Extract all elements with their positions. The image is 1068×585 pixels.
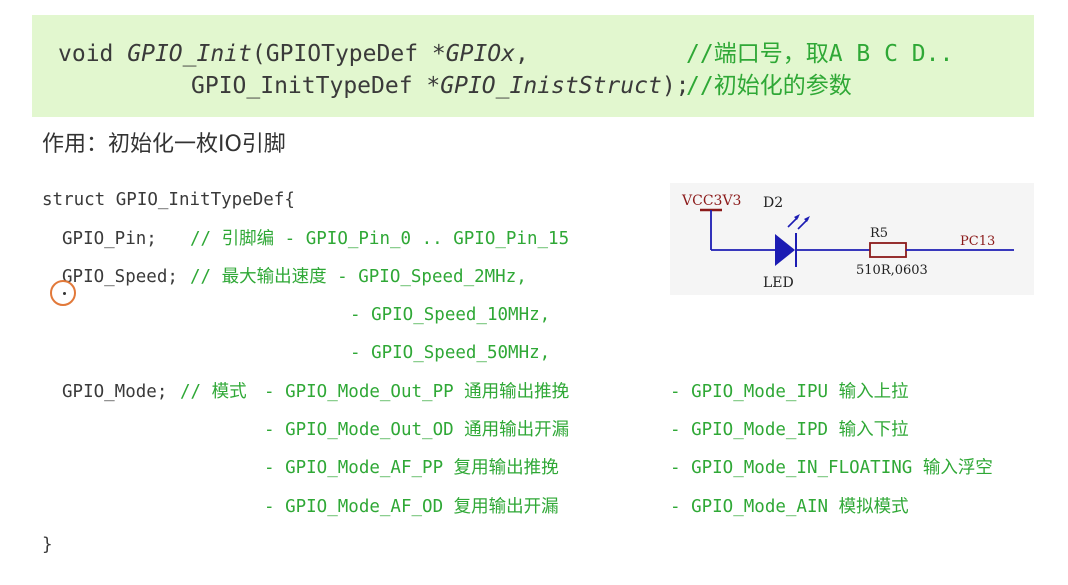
mode-option-af-pp: - GPIO_Mode_AF_PP 复用输出推挽 (264, 458, 559, 478)
field-mode-comment: // 模式 (180, 382, 247, 402)
field-speed-comment: // 最大输出速度 - GPIO_Speed_2MHz, (190, 267, 527, 287)
speed-option-50mhz: - GPIO_Speed_50MHz, (350, 343, 551, 363)
speed-option-10mhz: - GPIO_Speed_10MHz, (350, 305, 551, 325)
field-mode: GPIO_Mode; (62, 382, 168, 402)
led-symbol-icon (775, 234, 795, 266)
param2-comment: //初始化的参数 (686, 73, 852, 99)
purpose-note: 作用：初始化一枚IO引脚 (42, 132, 286, 157)
prototype-line-2: GPIO_InitTypeDef *GPIO_InistStruct); (191, 70, 690, 102)
net-label: PC13 (960, 234, 995, 249)
led-circuit: VCC3V3 D2 LED R5 510R,0603 PC13 (670, 183, 1034, 295)
param1-name: GPIOx (445, 41, 515, 67)
resistor-symbol-icon (869, 242, 907, 258)
mode-option-in-floating: - GPIO_Mode_IN_FLOATING 输入浮空 (670, 458, 993, 478)
function-name: GPIO_Init (127, 41, 252, 67)
diode-ref-label: D2 (763, 195, 783, 211)
field-speed: GPIO_Speed; (62, 267, 178, 287)
struct-close: } (42, 535, 53, 555)
cursor-dot (63, 292, 66, 295)
prototype-box (32, 15, 1034, 117)
param1-comment: //端口号，取A B C D.. (686, 41, 954, 67)
field-pin-comment: // 引脚编 - GPIO_Pin_0 .. GPIO_Pin_15 (190, 229, 570, 249)
mode-option-af-od: - GPIO_Mode_AF_OD 复用输出开漏 (264, 497, 559, 517)
led-label: LED (763, 275, 794, 291)
cursor-ring (50, 280, 76, 306)
mode-option-ipu: - GPIO_Mode_IPU 输入上拉 (670, 382, 909, 402)
field-pin: GPIO_Pin; (62, 229, 157, 249)
close-paren: ); (661, 73, 690, 99)
resistor-value-label: 510R,0603 (856, 263, 928, 278)
prototype-line-1: void GPIO_Init(GPIOTypeDef *GPIOx, (58, 38, 529, 70)
circuit-diagram: VCC3V3 D2 LED R5 510R,0603 PC13 (681, 193, 1014, 291)
mode-option-ain: - GPIO_Mode_AIN 模拟模式 (670, 497, 909, 517)
mode-option-out-od: - GPIO_Mode_Out_OD 通用输出开漏 (264, 420, 570, 440)
emission-arrowhead-1-icon (794, 214, 800, 220)
mode-option-ipd: - GPIO_Mode_IPD 输入下拉 (670, 420, 909, 440)
emission-arrowhead-2-icon (804, 216, 810, 222)
param1-type: (GPIOTypeDef * (251, 41, 446, 67)
return-type: void (58, 41, 128, 67)
comma: , (515, 41, 529, 67)
struct-head: struct GPIO_InitTypeDef{ (42, 190, 295, 210)
vcc-label: VCC3V3 (681, 193, 741, 209)
param2-type: GPIO_InitTypeDef * (191, 73, 441, 99)
mode-option-out-pp: - GPIO_Mode_Out_PP 通用输出推挽 (264, 382, 570, 402)
param2-name: GPIO_InistStruct (440, 73, 662, 99)
resistor-ref-label: R5 (870, 226, 888, 241)
